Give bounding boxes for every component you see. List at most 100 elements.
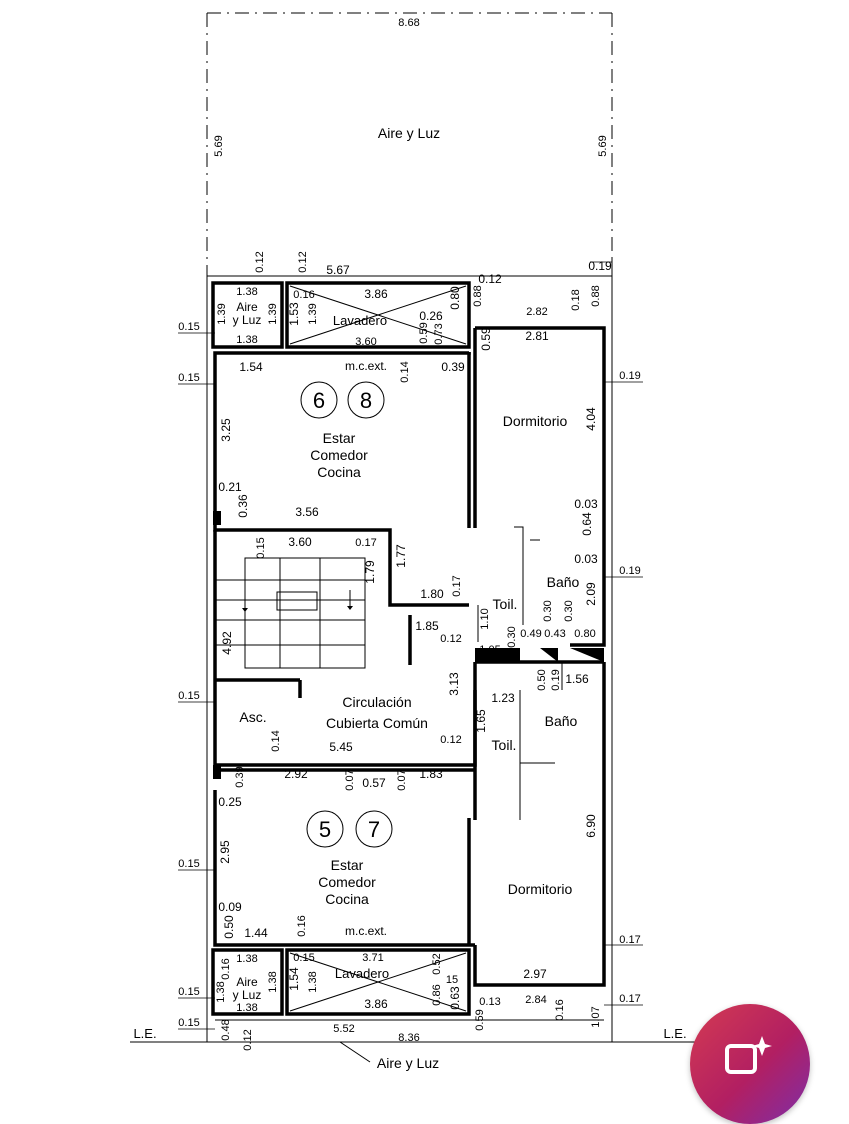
dim-138-g: 1.38 [215, 981, 227, 1002]
label-estar-lower-2: Comedor [318, 874, 376, 890]
dim-183: 1.83 [419, 767, 443, 781]
label-circulacion-2: Cubierta Común [326, 715, 428, 731]
dim-039-b: 0.39 [234, 766, 246, 787]
dim-088-b: 0.88 [590, 285, 602, 306]
dim-030-c: 0.30 [506, 626, 518, 647]
photo-sparkle-icon [725, 1036, 772, 1074]
dim-015-e: 0.15 [178, 858, 199, 870]
dim-003-b: 0.03 [574, 552, 598, 566]
dim-080-b: 0.80 [574, 628, 595, 640]
dim-123: 1.23 [491, 691, 515, 705]
dim-088-a: 0.88 [472, 285, 484, 306]
label-bano-upper: Baño [547, 574, 580, 590]
dim-138-f: 1.38 [236, 1002, 257, 1014]
dim-836: 8.36 [398, 1032, 419, 1044]
dim-282: 2.82 [526, 306, 547, 318]
dim-313: 3.13 [447, 672, 461, 696]
label-dormitorio-upper: Dormitorio [503, 413, 568, 429]
dim-030-a: 0.30 [542, 600, 554, 621]
unit-number-7: 7 [368, 817, 380, 842]
dim-295: 2.95 [218, 840, 232, 864]
label-dormitorio-lower: Dormitorio [508, 881, 573, 897]
dim-281: 2.81 [525, 329, 549, 343]
dim-043: 0.43 [544, 628, 565, 640]
label-estar-lower-3: Cocina [325, 891, 369, 907]
dim-297: 2.97 [523, 967, 547, 981]
dim-138-a: 1.38 [236, 286, 257, 298]
label-mcext-upper: m.c.ext. [345, 359, 387, 373]
dim-154-b: 1.54 [287, 967, 301, 991]
unit-number-6: 6 [313, 388, 325, 413]
label-le-right: L.E. [663, 1026, 686, 1041]
dim-015-f: 0.15 [293, 952, 314, 964]
dim-063: 0.63 [448, 986, 462, 1010]
dim-050: 0.50 [536, 669, 548, 690]
dim-012-f: 0.12 [242, 1029, 254, 1050]
dim-015-a: 0.15 [178, 321, 199, 333]
dim-139-c: 1.39 [307, 303, 319, 324]
dim-371: 3.71 [362, 952, 383, 964]
dim-016-d: 0.16 [554, 999, 566, 1020]
photo-edit-fab-button[interactable] [690, 1004, 810, 1124]
label-estar-upper-3: Cocina [317, 464, 361, 480]
dim-top-depth-left: 5.69 [213, 135, 225, 156]
dim-360-a: 3.60 [355, 336, 376, 348]
dim-059-b: 0.59 [479, 327, 493, 351]
dim-138-b: 1.38 [236, 334, 257, 346]
dim-138-c: 1.38 [236, 953, 257, 965]
dim-139-b: 1.39 [267, 303, 279, 324]
label-patio-upper-line1: Aire [236, 300, 258, 314]
dim-110: 1.10 [479, 608, 491, 629]
unit-circle-5 [306, 810, 344, 848]
dim-138-d: 1.38 [267, 971, 279, 992]
dim-top-width: 8.68 [398, 17, 419, 29]
dim-052: 0.52 [431, 953, 443, 974]
label-bano-lower: Baño [545, 713, 578, 729]
label-asc: Asc. [239, 709, 266, 725]
dim-014-a: 0.14 [399, 361, 411, 382]
dim-015-h: 0.15 [178, 986, 199, 998]
estar-lower-wall [213, 790, 475, 947]
dim-026: 0.26 [419, 309, 443, 323]
dim-015-c: 0.15 [255, 537, 267, 558]
dim-top-depth-right: 5.69 [597, 135, 609, 156]
dim-156: 1.56 [565, 672, 589, 686]
label-estar-upper-1: Estar [323, 430, 356, 446]
dim-086: 0.86 [431, 984, 443, 1005]
dim-012-d: 0.12 [440, 633, 461, 645]
dim-017-b: 0.17 [451, 575, 463, 596]
dim-012-e: 0.12 [440, 734, 461, 746]
dim-177: 1.77 [394, 544, 408, 568]
dim-015-d: 0.15 [178, 690, 199, 702]
unit-circle-6 [300, 381, 338, 419]
dim-138-e: 1.38 [307, 971, 319, 992]
unit-circle-7 [355, 810, 393, 848]
dim-356: 3.56 [295, 505, 319, 519]
unit-number-5: 5 [319, 817, 331, 842]
label-patio-upper-line2: y Luz [233, 313, 262, 327]
label-lavadero-upper: Lavadero [333, 313, 387, 328]
dim-073: 0.73 [433, 323, 445, 344]
dim-386-b: 3.86 [364, 997, 388, 1011]
dim-003-a: 0.03 [574, 497, 598, 511]
dim-284: 2.84 [525, 994, 546, 1006]
unit-number-8: 8 [360, 388, 372, 413]
dim-039-a: 0.39 [441, 360, 465, 374]
patio-upper-wall [211, 281, 284, 349]
dim-021: 0.21 [218, 480, 242, 494]
dim-292: 2.92 [284, 767, 308, 781]
dim-325: 3.25 [219, 418, 233, 442]
label-estar-lower-1: Estar [331, 857, 364, 873]
label-circulacion-1: Circulación [342, 694, 411, 710]
dim-025: 0.25 [218, 795, 242, 809]
dim-080-a: 0.80 [448, 286, 462, 310]
dim-209: 2.09 [584, 582, 598, 606]
label-patio-lower-line2: y Luz [233, 988, 262, 1002]
dim-030-b: 0.30 [563, 600, 575, 621]
label-mcext-lower: m.c.ext. [345, 924, 387, 938]
dim-017-a: 0.17 [355, 537, 376, 549]
label-lavadero-lower: Lavadero [335, 966, 389, 981]
dormitorio-upper-wall [475, 326, 606, 647]
floor-plan: 8.68 Aire y Luz 5.69 5.69 Aire y Luz Lav… [130, 12, 700, 1071]
label-aire-luz-bottom: Aire y Luz [377, 1055, 439, 1071]
